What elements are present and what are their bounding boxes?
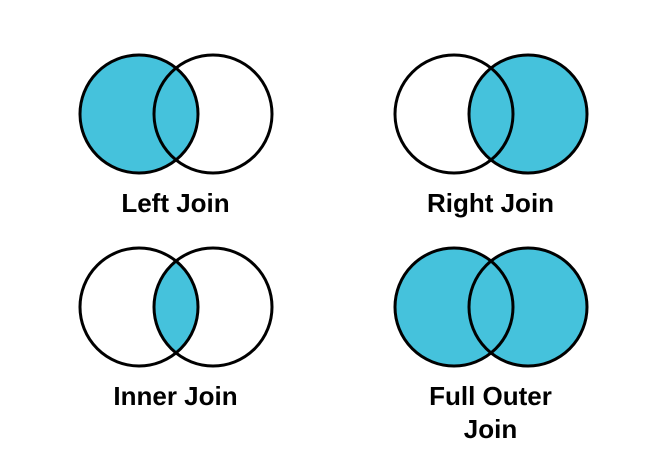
venn-label-full-outer-join: Full Outer Join	[429, 381, 552, 444]
left-circle-outline	[78, 53, 199, 175]
right-circle-outline	[467, 53, 588, 175]
intersection-region	[468, 55, 513, 173]
venn-svg-left-join	[78, 53, 273, 175]
venn-diagram-right-join: Right Join	[327, 0, 654, 237]
venn-diagram-inner-join: Inner Join	[0, 237, 327, 474]
intersection-region	[153, 248, 198, 366]
venn-label-right-join: Right Join	[426, 188, 555, 218]
venn-diagram-full-outer-join: Full Outer Join	[327, 237, 654, 474]
left-circle-outline	[78, 246, 199, 368]
venn-svg-inner-join	[78, 246, 273, 368]
intersection-region	[468, 248, 513, 366]
venn-svg-right-join	[393, 53, 588, 175]
intersection-region	[153, 55, 198, 173]
right-circle-outline	[152, 53, 273, 175]
left-circle-outline	[393, 53, 514, 175]
venn-label-left-join: Left Join	[121, 188, 230, 218]
right-circle-outline	[467, 246, 588, 368]
venn-svg-full-outer-join	[393, 246, 588, 368]
right-circle-outline	[152, 246, 273, 368]
venn-label-inner-join: Inner Join	[113, 381, 238, 411]
left-circle-outline	[393, 246, 514, 368]
venn-diagram-left-join: Left Join	[0, 0, 327, 237]
